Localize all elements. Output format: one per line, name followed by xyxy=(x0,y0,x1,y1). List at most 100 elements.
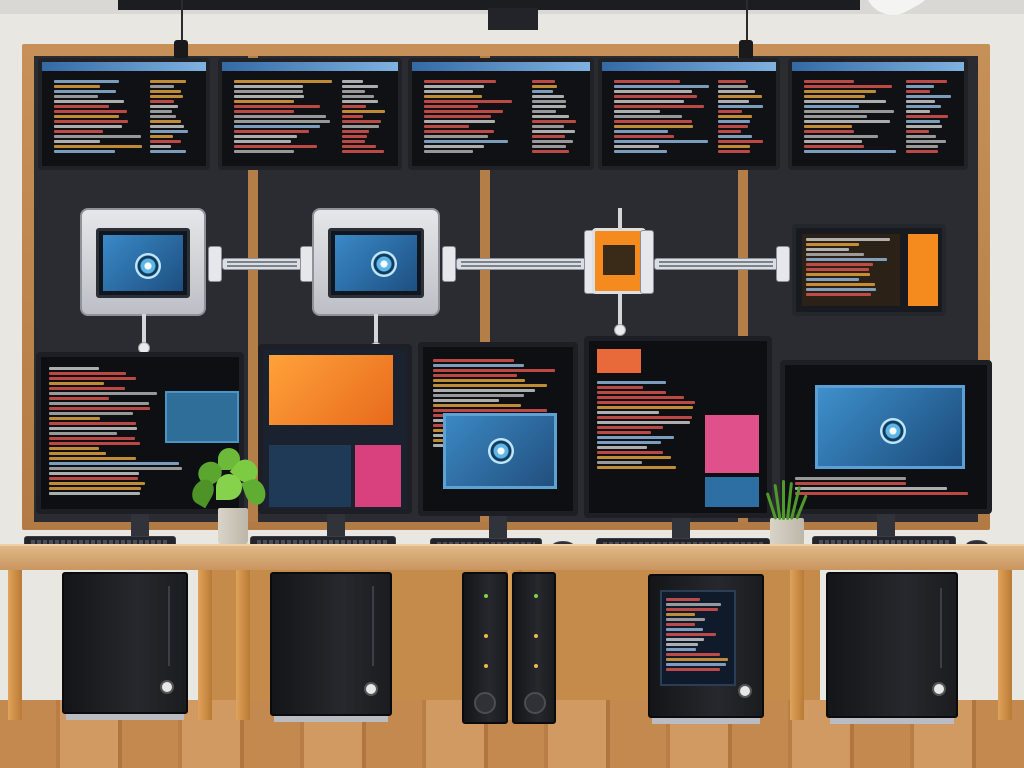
code-line xyxy=(424,105,478,108)
code-line xyxy=(54,80,119,83)
code-line xyxy=(804,140,862,143)
code-line xyxy=(804,135,878,138)
code-line xyxy=(150,85,174,88)
code-line xyxy=(804,95,865,98)
terminal-unit-2 xyxy=(312,208,440,316)
pink-window xyxy=(705,415,759,473)
code-lines xyxy=(806,238,896,298)
code-line xyxy=(614,90,692,93)
pc-tower-3 xyxy=(462,572,508,724)
code-line xyxy=(666,638,704,641)
code-line xyxy=(666,598,700,601)
code-lines xyxy=(49,457,229,497)
code-line xyxy=(433,369,555,372)
code-line xyxy=(49,422,136,425)
code-line xyxy=(614,150,667,153)
code-line xyxy=(666,608,718,611)
code-line xyxy=(597,426,663,429)
code-line xyxy=(54,90,116,93)
tower-base xyxy=(652,718,760,724)
code-line xyxy=(718,95,762,98)
code-line xyxy=(718,80,746,83)
code-line xyxy=(49,432,117,435)
code-line xyxy=(424,100,512,103)
desk-leg xyxy=(8,570,22,720)
code-line xyxy=(49,387,125,390)
code-line xyxy=(806,253,864,256)
code-line xyxy=(597,431,651,434)
desk-leg xyxy=(790,570,804,720)
code-line xyxy=(49,392,157,395)
swirl-logo-icon xyxy=(488,438,514,464)
pink-window xyxy=(355,445,401,507)
hub-module xyxy=(592,228,646,294)
code-line xyxy=(54,135,141,138)
status-log xyxy=(802,234,900,306)
power-button-icon[interactable] xyxy=(160,680,174,694)
code-line xyxy=(342,125,379,128)
power-button-icon[interactable] xyxy=(474,692,496,714)
inset-window xyxy=(815,385,965,469)
code-line xyxy=(804,80,854,83)
code-line xyxy=(597,436,674,439)
code-line xyxy=(906,90,930,93)
code-lines xyxy=(424,80,524,155)
connector-plug xyxy=(442,246,456,282)
code-line xyxy=(806,278,859,281)
code-line xyxy=(424,120,495,123)
pc-tower-6 xyxy=(826,572,958,718)
code-line xyxy=(433,379,525,382)
code-line xyxy=(234,85,303,88)
code-line xyxy=(718,145,750,148)
header-block xyxy=(597,349,641,373)
code-line xyxy=(54,120,128,123)
code-line xyxy=(424,85,484,88)
code-line xyxy=(342,110,385,113)
code-line xyxy=(906,130,929,133)
code-lines xyxy=(234,80,334,155)
ceiling-mount xyxy=(488,8,538,30)
code-line xyxy=(804,105,859,108)
power-button-icon[interactable] xyxy=(738,684,752,698)
swirl-logo-icon xyxy=(880,418,906,444)
code-line xyxy=(666,648,696,651)
tower-vent xyxy=(372,586,374,666)
code-line xyxy=(804,85,892,88)
cable-stem xyxy=(142,314,146,348)
code-line xyxy=(597,386,643,389)
code-line xyxy=(806,243,859,246)
code-line xyxy=(424,125,469,128)
code-line xyxy=(666,643,698,646)
code-lines xyxy=(597,381,697,471)
code-line xyxy=(804,90,876,93)
code-lines xyxy=(532,80,578,155)
code-line xyxy=(804,110,894,113)
code-line xyxy=(49,452,106,455)
top-monitor-4 xyxy=(598,58,780,170)
code-line xyxy=(54,100,124,103)
code-line xyxy=(150,115,176,118)
code-line xyxy=(666,603,721,606)
terminal-unit-1 xyxy=(80,208,206,316)
code-line xyxy=(906,80,947,83)
power-button-icon[interactable] xyxy=(524,692,546,714)
code-line xyxy=(532,110,556,113)
code-line xyxy=(666,653,720,656)
code-line xyxy=(906,110,930,113)
code-line xyxy=(597,401,695,404)
power-button-icon[interactable] xyxy=(932,682,946,696)
code-line xyxy=(614,140,708,143)
code-lines xyxy=(150,80,194,155)
code-line xyxy=(532,80,555,83)
code-line xyxy=(150,130,188,133)
code-line xyxy=(49,457,136,460)
code-line xyxy=(433,404,521,407)
code-line xyxy=(806,273,870,276)
swirl-logo-icon xyxy=(135,253,161,279)
code-line xyxy=(424,130,494,133)
top-monitor-1 xyxy=(38,58,210,170)
code-line xyxy=(342,135,367,138)
power-button-icon[interactable] xyxy=(364,682,378,696)
code-line xyxy=(804,130,854,133)
code-line xyxy=(614,100,684,103)
